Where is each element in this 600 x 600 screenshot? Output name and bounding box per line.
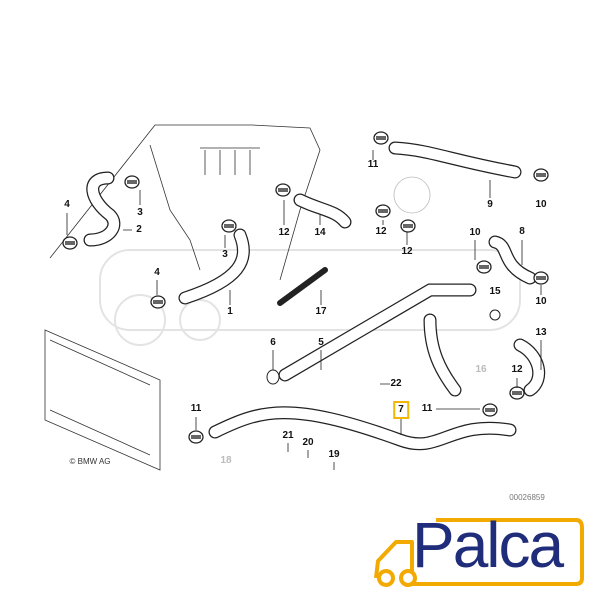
palca-logo-text: Palca — [412, 509, 564, 581]
part-label[interactable]: 20 — [302, 437, 314, 448]
palca-logo — [374, 518, 584, 587]
part-label[interactable]: 22 — [390, 378, 402, 389]
highlighted-part-label[interactable]: 7 — [393, 401, 409, 419]
leader-lines — [66, 150, 542, 470]
copyright-notice: © BMW AG — [69, 457, 111, 466]
part-label[interactable]: 2 — [136, 224, 142, 235]
part-label[interactable]: 10 — [469, 227, 481, 238]
part-label[interactable]: 3 — [222, 249, 228, 260]
part-label[interactable]: 3 — [137, 207, 143, 218]
part-label[interactable]: 12 — [278, 227, 290, 238]
part-label[interactable]: 8 — [519, 226, 525, 237]
part-label[interactable]: 12 — [375, 226, 387, 237]
part-label[interactable]: 1 — [227, 306, 233, 317]
part-label[interactable]: 10 — [535, 296, 547, 307]
part-label[interactable]: 18 — [220, 455, 232, 466]
part-label[interactable]: 14 — [314, 227, 326, 238]
part-label[interactable]: 11 — [367, 159, 379, 170]
part-label[interactable]: 15 — [489, 286, 501, 297]
part-label[interactable]: 11 — [421, 403, 433, 414]
part-label[interactable]: 6 — [270, 337, 276, 348]
part-label[interactable]: 12 — [401, 246, 413, 257]
car-icon — [374, 518, 584, 587]
part-label[interactable]: 16 — [475, 364, 487, 375]
part-label[interactable]: 12 — [511, 364, 523, 375]
part-label[interactable]: 5 — [318, 337, 324, 348]
part-label[interactable]: 13 — [535, 327, 547, 338]
watermark — [99, 249, 521, 346]
part-label[interactable]: 17 — [315, 306, 327, 317]
part-label[interactable]: 4 — [64, 199, 70, 210]
part-label[interactable]: 4 — [154, 267, 160, 278]
part-label[interactable]: 21 — [282, 430, 294, 441]
part-label[interactable]: 9 — [487, 199, 493, 210]
part-label[interactable]: 19 — [328, 449, 340, 460]
hoses — [83, 141, 546, 451]
drawing-code: 00026859 — [509, 493, 545, 502]
engine-block-outline — [44, 124, 431, 471]
part-label[interactable]: 10 — [535, 199, 547, 210]
part-label[interactable]: 11 — [190, 403, 202, 414]
